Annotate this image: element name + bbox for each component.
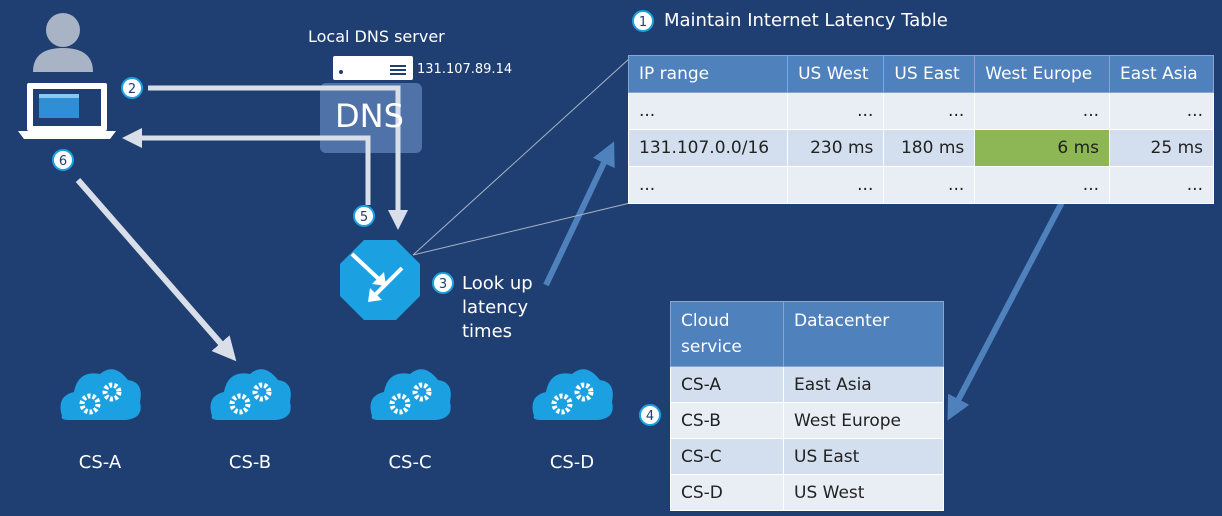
table-cell: CS-D bbox=[670, 474, 784, 511]
step-number-5: 5 bbox=[360, 210, 368, 225]
cloud-icon-cs-b bbox=[210, 369, 291, 420]
table-cell: ... bbox=[1109, 166, 1214, 204]
dns-server-ip: 131.107.89.14 bbox=[417, 62, 513, 77]
table-cell: 230 ms bbox=[787, 129, 885, 167]
table-cell: West Europe bbox=[783, 402, 944, 439]
query-arrow bbox=[148, 85, 408, 230]
cloud-icon-cs-c bbox=[370, 369, 451, 420]
table-cell: ... bbox=[787, 166, 885, 204]
datacenter-header-row: Cloud service Datacenter bbox=[670, 301, 944, 367]
zoom-line-bottom bbox=[412, 202, 631, 256]
step-badge-3: 3 bbox=[432, 272, 454, 294]
latency-header: IP range bbox=[627, 55, 789, 93]
step-badge-5: 5 bbox=[353, 205, 375, 227]
response-arrow bbox=[122, 128, 371, 205]
step-badge-2: 2 bbox=[121, 77, 143, 99]
table-cell: ... bbox=[627, 92, 789, 130]
table-row: CS-D US West bbox=[670, 474, 944, 511]
zoom-line-top bbox=[412, 57, 631, 256]
table-cell: CS-C bbox=[670, 438, 784, 475]
table-cell: US East bbox=[783, 438, 944, 475]
table-row: 131.107.0.0/16 230 ms 180 ms 6 ms 25 ms bbox=[627, 129, 1214, 167]
step-badge-1: 1 bbox=[632, 10, 654, 32]
table-cell: 25 ms bbox=[1109, 129, 1214, 167]
latency-header: US East bbox=[883, 55, 976, 93]
datacenter-header: Datacenter bbox=[783, 301, 944, 367]
map-arrow bbox=[947, 166, 1083, 421]
step-badge-6: 6 bbox=[52, 149, 74, 171]
table-row: CS-A East Asia bbox=[670, 366, 944, 403]
table-cell: ... bbox=[627, 166, 789, 204]
laptop-icon bbox=[18, 83, 116, 139]
lookup-label: Look up latency times bbox=[462, 273, 533, 342]
table-cell: CS-A bbox=[670, 366, 784, 403]
latency-header: US West bbox=[787, 55, 885, 93]
step-number-1: 1 bbox=[639, 15, 647, 30]
user-icon bbox=[33, 13, 93, 72]
datacenter-header: Cloud service bbox=[670, 301, 784, 367]
step-number-4: 4 bbox=[646, 409, 654, 424]
table-cell: 180 ms bbox=[883, 129, 976, 167]
cs-label-b: CS-B bbox=[228, 452, 272, 473]
highlighted-latency-cell: 6 ms bbox=[974, 129, 1111, 167]
step-number-6: 6 bbox=[59, 154, 67, 169]
step-number-3: 3 bbox=[439, 277, 447, 292]
step-number-2: 2 bbox=[128, 82, 136, 97]
datacenter-table: Cloud service Datacenter CS-A East Asia … bbox=[670, 301, 944, 511]
traffic-manager-icon bbox=[340, 240, 420, 320]
table-cell: ... bbox=[974, 92, 1111, 130]
dns-server-title: Local DNS server bbox=[308, 27, 445, 46]
table-cell: ... bbox=[1109, 92, 1214, 130]
lookup-arrow bbox=[543, 141, 615, 287]
table-cell: ... bbox=[883, 166, 976, 204]
step-badge-4: 4 bbox=[639, 404, 661, 426]
cs-label-a: CS-A bbox=[78, 452, 122, 473]
table-cell: ... bbox=[883, 92, 976, 130]
latency-table: IP range US West US East West Europe Eas… bbox=[627, 55, 1214, 204]
dns-badge-label: DNS bbox=[335, 97, 404, 135]
table-row: CS-C US East bbox=[670, 438, 944, 475]
table-row: CS-B West Europe bbox=[670, 402, 944, 439]
table-row: ... ... ... ... ... bbox=[627, 166, 1214, 204]
latency-header-row: IP range US West US East West Europe Eas… bbox=[627, 55, 1214, 93]
table-cell: US West bbox=[783, 474, 944, 511]
table-row: ... ... ... ... ... bbox=[627, 92, 1214, 130]
table-cell: 131.107.0.0/16 bbox=[627, 129, 789, 167]
table-cell: East Asia bbox=[783, 366, 944, 403]
table-cell: ... bbox=[787, 92, 885, 130]
dns-server-icon bbox=[333, 56, 413, 80]
cs-label-d: CS-D bbox=[549, 452, 595, 473]
cloud-icon-cs-a bbox=[60, 369, 141, 420]
table-cell: ... bbox=[974, 166, 1111, 204]
table-cell: CS-B bbox=[670, 402, 784, 439]
connect-arrow bbox=[75, 178, 237, 362]
latency-header: East Asia bbox=[1109, 55, 1214, 93]
cs-label-c: CS-C bbox=[388, 452, 432, 473]
latency-table-title: Maintain Internet Latency Table bbox=[664, 10, 948, 31]
cloud-icon-cs-d bbox=[532, 369, 613, 420]
latency-header: West Europe bbox=[974, 55, 1111, 93]
